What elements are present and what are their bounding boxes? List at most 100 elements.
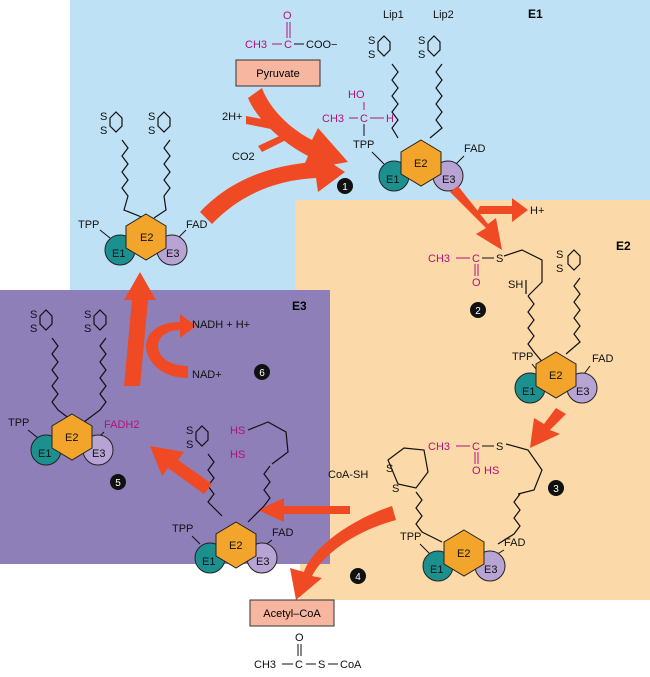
coa-sh-label: CoA-SH <box>328 469 368 481</box>
zone-label-e3: E3 <box>292 299 307 313</box>
complex-top-left: S S S S TPP FAD E2 E1 E3 <box>78 111 207 266</box>
c-label: C <box>360 113 368 125</box>
ch3-label: CH3 <box>428 441 450 453</box>
pyruvate-label: Pyruvate <box>256 68 299 80</box>
zone-label-e2: E2 <box>616 239 631 253</box>
enzyme-e2: E2 <box>549 370 562 382</box>
fadh2-label: FADH2 <box>104 419 139 431</box>
ring-s: S <box>100 125 107 137</box>
fad-label: FAD <box>464 143 485 155</box>
arrow-pyruvate-to-step1 <box>248 88 348 170</box>
pyruvate-o: O <box>283 10 292 22</box>
enzyme-e3: E3 <box>92 448 105 460</box>
enzyme-e2: E2 <box>65 432 78 444</box>
enzyme-e2: E2 <box>229 540 242 552</box>
acetyl-s: S <box>318 659 325 671</box>
complex-step2: CH3 C O S SH S S TPP FAD E2 E1 E3 <box>428 249 613 404</box>
h-label: H <box>386 113 394 125</box>
ring-s: S <box>148 111 155 123</box>
enzyme-e1: E1 <box>386 174 399 186</box>
s-label: S <box>496 441 503 453</box>
nad-plus-label: NAD+ <box>192 369 222 381</box>
ring-s: S <box>148 125 155 137</box>
pyruvate-ch3: CH3 <box>245 39 267 51</box>
arrow-2h-in <box>246 116 288 132</box>
acetyl-c: C <box>295 659 303 671</box>
lip1-label: Lip1 <box>383 9 404 21</box>
arrow-step3-to-acetyl-coa <box>290 506 396 600</box>
fad-label: FAD <box>272 527 293 539</box>
acetyl-coa-text: CoA <box>340 659 362 671</box>
acetyl-coa-structure: O CH3 C S CoA <box>254 632 362 671</box>
step-4-number: 4 <box>355 572 361 583</box>
enzyme-e1: E1 <box>38 448 51 460</box>
acetyl-coa-box <box>249 599 335 627</box>
arrow-step4-to-step5 <box>150 446 212 494</box>
arrow-step1-to-step2 <box>450 186 502 250</box>
pyruvate-c: C <box>284 39 292 51</box>
step-5-number: 5 <box>115 478 121 489</box>
tpp-label: TPP <box>512 351 533 363</box>
co2-label: CO2 <box>232 151 255 163</box>
hs-label: HS <box>230 425 245 437</box>
hs-label: HS <box>484 465 499 477</box>
enzyme-e3: E3 <box>484 564 497 576</box>
tpp-label: TPP <box>172 523 193 535</box>
hs-label: HS <box>230 449 245 461</box>
sh-label: SH <box>508 279 523 291</box>
fad-label: FAD <box>592 353 613 365</box>
ring-s: S <box>556 249 563 261</box>
complex-step3: S S CoA-SH CH3 C O S HS TPP FAD E2 E1 E3 <box>328 441 543 582</box>
enzyme-e2: E2 <box>140 232 153 244</box>
arrow-step5-to-reoxidized <box>124 272 156 386</box>
arrow-h-plus-out <box>476 198 528 222</box>
step-1-number: 1 <box>342 182 348 193</box>
ring-s: S <box>556 263 563 275</box>
arrow-nad-cycle <box>146 314 196 378</box>
step-2-number: 2 <box>475 306 481 317</box>
o-label: O <box>472 465 481 477</box>
ring-s: S <box>30 323 37 335</box>
step-1-marker <box>337 178 353 194</box>
ring-s: S <box>100 111 107 123</box>
tpp-label: TPP <box>8 417 29 429</box>
fad-label: FAD <box>504 537 525 549</box>
pyruvate-structure: O CH3 C COO− <box>245 10 337 51</box>
fad-label: FAD <box>186 219 207 231</box>
acetyl-o: O <box>295 632 304 644</box>
arrow-reoxidized-to-step1 <box>200 150 345 224</box>
step-6-number: 6 <box>259 368 265 379</box>
h-plus-label: H+ <box>530 205 544 217</box>
s-label: S <box>496 253 503 265</box>
step-2-marker <box>470 302 486 318</box>
ring-s: S <box>186 425 193 437</box>
zone-e2 <box>295 200 650 600</box>
acetyl-coa-label: Acetyl–CoA <box>263 608 321 620</box>
tpp-label: TPP <box>78 219 99 231</box>
c-label: C <box>472 253 480 265</box>
step-6-marker <box>254 364 270 380</box>
tpp-label: TPP <box>353 139 374 151</box>
pyruvate-coo: COO− <box>306 39 337 51</box>
step-3-number: 3 <box>553 484 559 495</box>
enzyme-e2: E2 <box>457 548 470 560</box>
enzyme-e2: E2 <box>414 158 427 170</box>
ring-s: S <box>368 49 375 61</box>
ch3-label: CH3 <box>428 253 450 265</box>
enzyme-e3: E3 <box>166 248 179 260</box>
ring-s: S <box>368 35 375 47</box>
complex-step4: S S HS HS TPP FAD E2 E1 E3 <box>172 421 293 574</box>
arrow-to-complex-step4 <box>258 498 350 522</box>
ring-s: S <box>30 309 37 321</box>
step-5-marker <box>110 474 126 490</box>
step-3-marker <box>548 480 564 496</box>
lip2-label: Lip2 <box>433 9 454 21</box>
arrow-step2-to-step3 <box>530 408 566 448</box>
two-h-plus-label: 2H+ <box>222 111 243 123</box>
ring-s: S <box>418 49 425 61</box>
step-4-marker <box>350 568 366 584</box>
enzyme-e3: E3 <box>576 386 589 398</box>
enzyme-e3: E3 <box>442 174 455 186</box>
ring-s: S <box>84 323 91 335</box>
